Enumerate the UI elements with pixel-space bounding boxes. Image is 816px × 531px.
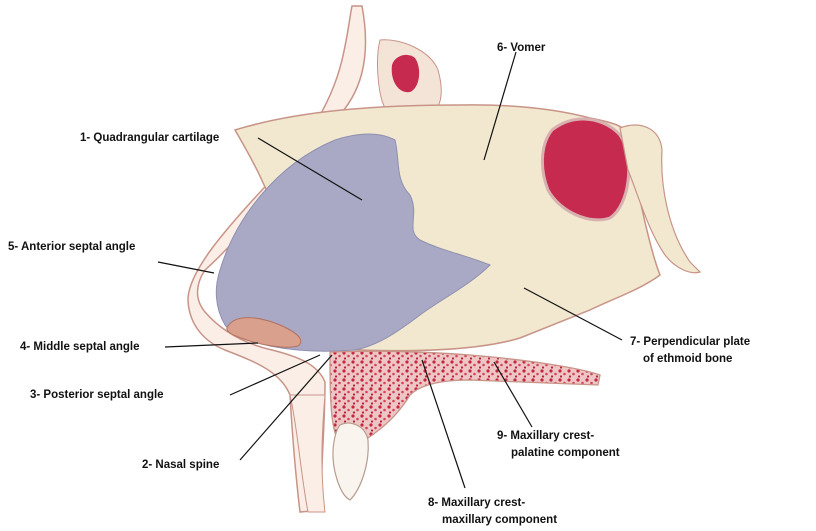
label-perpendicular-plate: 7- Perpendicular plate of ethmoid bone bbox=[630, 334, 750, 368]
label-maxillary-crest-maxillary-line2: maxillary component bbox=[428, 512, 557, 529]
label-nasal-spine: 2- Nasal spine bbox=[142, 458, 219, 472]
label-middle-septal-angle: 4- Middle septal angle bbox=[20, 340, 140, 354]
label-perpendicular-plate-line2: of ethmoid bone bbox=[630, 351, 750, 368]
label-posterior-septal-angle: 3- Posterior septal angle bbox=[30, 388, 164, 402]
label-anterior-septal-angle: 5- Anterior septal angle bbox=[8, 240, 135, 254]
label-vomer: 6- Vomer bbox=[497, 41, 545, 55]
label-perpendicular-plate-line1: 7- Perpendicular plate bbox=[630, 334, 750, 351]
label-maxillary-crest-palatine-line1: 9- Maxillary crest- bbox=[497, 428, 620, 445]
label-maxillary-crest-palatine-line2: palatine component bbox=[497, 445, 620, 462]
incisor-tooth bbox=[333, 423, 368, 500]
label-maxillary-crest-maxillary-line1: 8- Maxillary crest- bbox=[428, 495, 557, 512]
label-maxillary-crest-palatine: 9- Maxillary crest- palatine component bbox=[497, 428, 620, 462]
label-quadrangular-cartilage: 1- Quadrangular cartilage bbox=[80, 131, 219, 145]
label-maxillary-crest-maxillary: 8- Maxillary crest- maxillary component bbox=[428, 495, 557, 529]
